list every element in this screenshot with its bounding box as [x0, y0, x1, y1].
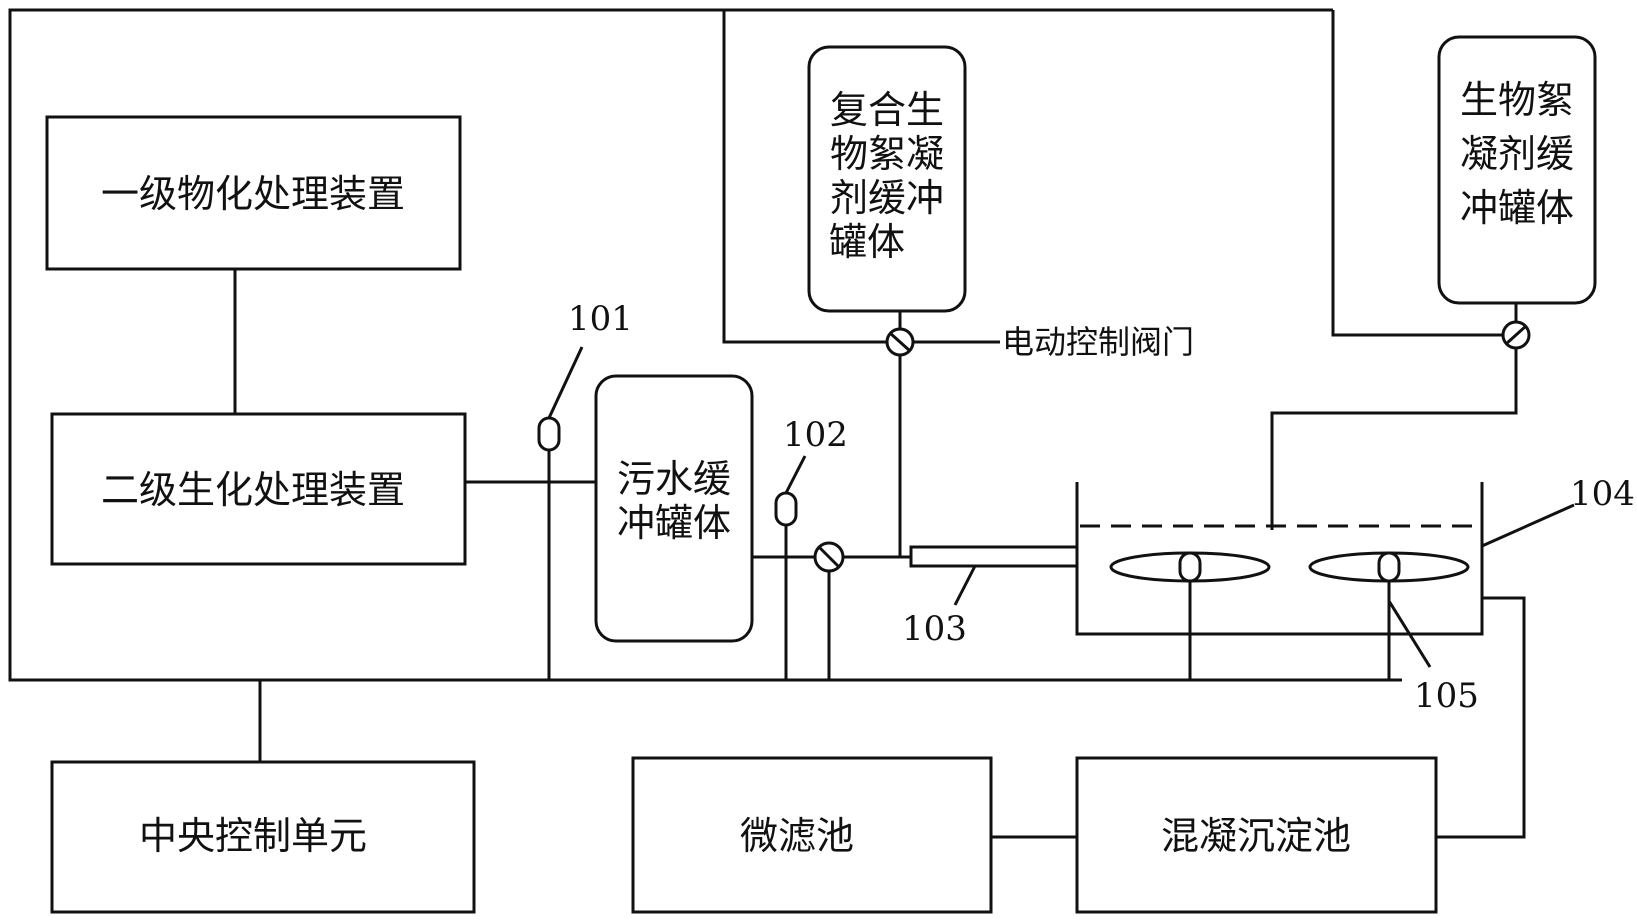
label-102: 102	[783, 415, 848, 455]
control-frame-left	[8, 8, 1402, 682]
composite-line-3: 剂缓冲	[830, 176, 944, 220]
bio-line-3: 冲罐体	[1460, 186, 1574, 230]
coag-sediment-label: 混凝沉淀池	[1161, 814, 1351, 858]
label-105: 105	[1414, 676, 1479, 716]
pipe-reactor-to-coag	[1436, 596, 1526, 839]
inlet-nozzle	[909, 545, 1079, 568]
composite-line-2: 物絮凝	[830, 132, 944, 176]
micro-filter-box: 微滤池	[631, 756, 993, 914]
label-101: 101	[568, 299, 633, 339]
sewage-buffer-line-2: 冲罐体	[617, 501, 731, 545]
micro-filter-label: 微滤池	[740, 814, 854, 858]
bio-flocculant-tank: 生物絮 凝剂缓 冲罐体	[1437, 35, 1597, 305]
bio-valve-icon	[1501, 320, 1531, 350]
sensor-101-icon	[537, 416, 561, 452]
composite-line-1: 复合生	[830, 88, 944, 132]
sewage-buffer-line-1: 污水缓	[617, 457, 731, 501]
sensor-102-icon	[774, 491, 798, 527]
central-control-label: 中央控制单元	[139, 814, 367, 858]
bio-line-2: 凝剂缓	[1460, 132, 1574, 176]
label-104-leader	[1481, 503, 1575, 548]
primary-treatment-box: 一级物化处理装置	[45, 115, 462, 271]
secondary-treatment-label: 二级生化处理装置	[101, 468, 405, 512]
composite-flocculant-tank: 复合生 物絮凝 剂缓冲 罐体	[807, 45, 967, 313]
label-103: 103	[902, 609, 967, 649]
primary-treatment-label: 一级物化处理装置	[101, 172, 405, 216]
label-104: 104	[1570, 474, 1635, 514]
composite-line-4: 罐体	[829, 220, 905, 264]
label-103-leader	[953, 565, 977, 606]
bio-line-1: 生物絮	[1460, 78, 1574, 122]
label-105-leader	[1387, 600, 1432, 668]
aerator-2-icon	[1308, 551, 1470, 583]
sewage-buffer-tank: 污水缓 冲罐体	[594, 374, 754, 643]
secondary-treatment-box: 二级生化处理装置	[50, 412, 467, 566]
composite-valve-icon	[885, 327, 915, 357]
coag-sediment-box: 混凝沉淀池	[1075, 756, 1438, 914]
sensor-101-leader	[547, 346, 584, 419]
sensor-102-leader	[784, 455, 807, 494]
pipe-bio-down	[1270, 303, 1518, 530]
frame-to-composite-valve	[722, 10, 900, 344]
main-valve-icon	[813, 541, 845, 573]
central-control-box: 中央控制单元	[50, 760, 476, 914]
aerator-1-icon	[1109, 551, 1271, 583]
valve-label: 电动控制阀门	[1002, 323, 1194, 361]
frame-to-bio-valve	[1331, 10, 1516, 337]
